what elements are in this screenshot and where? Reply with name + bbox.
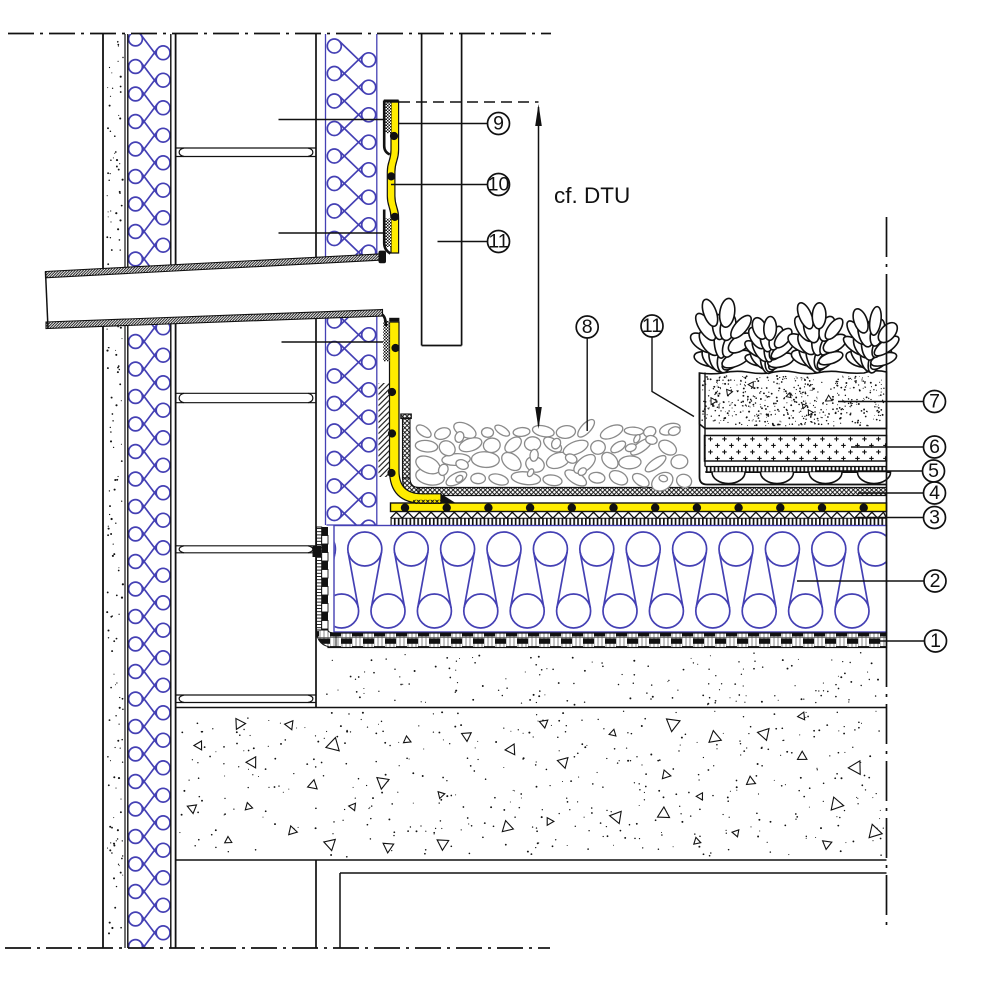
- svg-text:10: 10: [488, 174, 510, 196]
- svg-text:11: 11: [642, 315, 662, 337]
- svg-text:4: 4: [929, 482, 940, 504]
- svg-text:8: 8: [582, 316, 593, 338]
- svg-text:2: 2: [930, 570, 941, 592]
- svg-text:9: 9: [493, 113, 504, 135]
- svg-text:5: 5: [928, 460, 939, 482]
- svg-text:11: 11: [488, 231, 508, 253]
- svg-text:7: 7: [929, 391, 940, 413]
- svg-text:1: 1: [930, 630, 941, 652]
- svg-text:6: 6: [929, 436, 940, 458]
- svg-text:3: 3: [929, 507, 940, 529]
- svg-text:cf. DTU: cf. DTU: [554, 183, 630, 208]
